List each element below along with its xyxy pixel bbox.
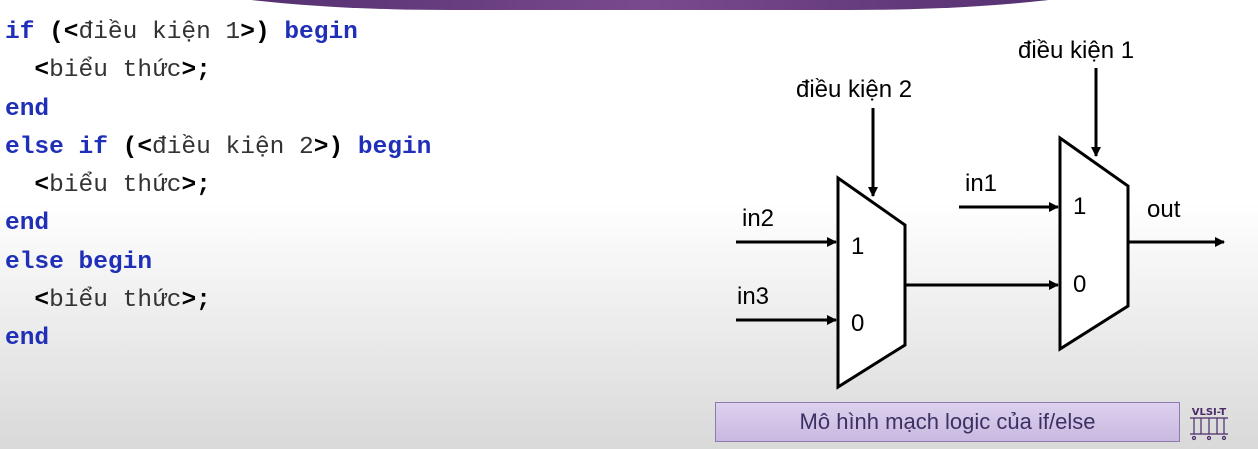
out-label: out — [1147, 196, 1181, 223]
mux-2-body — [1058, 135, 1130, 352]
code-text: điều kiện 1 — [78, 19, 241, 46]
code-keyword: if — [5, 19, 35, 46]
code-text — [108, 134, 123, 161]
code-operator: >; — [181, 287, 211, 315]
code-operator: (< — [122, 133, 153, 161]
mux-2-input1-label: 1 — [1073, 193, 1086, 220]
code-line: end — [5, 320, 431, 358]
code-text — [343, 134, 358, 161]
code-indent — [5, 287, 34, 314]
code-line: else begin — [5, 244, 431, 282]
code-line: end — [5, 91, 431, 129]
code-block: if (<điều kiện 1>) begin <biểu thức>;end… — [5, 14, 431, 359]
code-line: if (<điều kiện 1>) begin — [5, 14, 431, 52]
code-keyword: begin — [284, 19, 358, 46]
svg-text:VLSI-T: VLSI-T — [1192, 407, 1227, 418]
code-text: biểu thức — [49, 172, 182, 200]
code-keyword: else if — [5, 133, 108, 161]
vlsi-t-logo: VLSI-T — [1190, 407, 1228, 441]
code-line: else if (<điều kiện 2>) begin — [5, 129, 431, 167]
code-operator: < — [34, 57, 50, 85]
code-text — [34, 19, 49, 46]
code-text — [270, 19, 285, 46]
diagram-caption: Mô hình mạch logic của if/else — [715, 402, 1180, 442]
top-banner-shape — [150, 0, 1150, 10]
in3-label: in3 — [737, 283, 769, 310]
code-operator: < — [34, 172, 50, 200]
code-line: <biểu thức>; — [5, 282, 431, 320]
code-line: end — [5, 205, 431, 243]
mux-1-input0-label: 0 — [851, 310, 864, 337]
code-indent — [5, 57, 34, 84]
code-operator: >) — [240, 19, 270, 46]
code-operator: >; — [181, 172, 211, 200]
code-operator: >; — [181, 57, 211, 85]
code-operator: >) — [313, 133, 344, 161]
in1-label: in1 — [965, 170, 997, 197]
code-text: biểu thức — [49, 287, 182, 315]
code-line: <biểu thức>; — [5, 52, 431, 90]
code-keyword: end — [5, 325, 50, 353]
code-text: điều kiện 2 — [152, 133, 314, 161]
mux-1-input1-label: 1 — [851, 233, 864, 260]
code-keyword: begin — [357, 133, 432, 161]
mux-2-select-label: điều kiện 1 — [1018, 37, 1134, 64]
code-keyword: else begin — [5, 248, 153, 276]
code-operator: (< — [49, 19, 79, 46]
code-indent — [5, 172, 34, 199]
code-operator: < — [34, 287, 50, 315]
mux-diagram: 1 0 điều kiện 2 in2 in3 1 0 điều kiện 1 … — [736, 37, 1225, 390]
code-line: <biểu thức>; — [5, 167, 431, 205]
in2-label: in2 — [742, 205, 774, 232]
diagram-caption-text: Mô hình mạch logic của if/else — [799, 409, 1096, 434]
mux-1-body — [836, 175, 907, 390]
mux-2-input0-label: 0 — [1073, 271, 1086, 298]
code-keyword: end — [5, 210, 50, 238]
top-banner — [0, 0, 1258, 10]
code-text: biểu thức — [49, 57, 182, 85]
code-keyword: end — [5, 95, 50, 123]
mux-1-select-label: điều kiện 2 — [796, 76, 912, 103]
